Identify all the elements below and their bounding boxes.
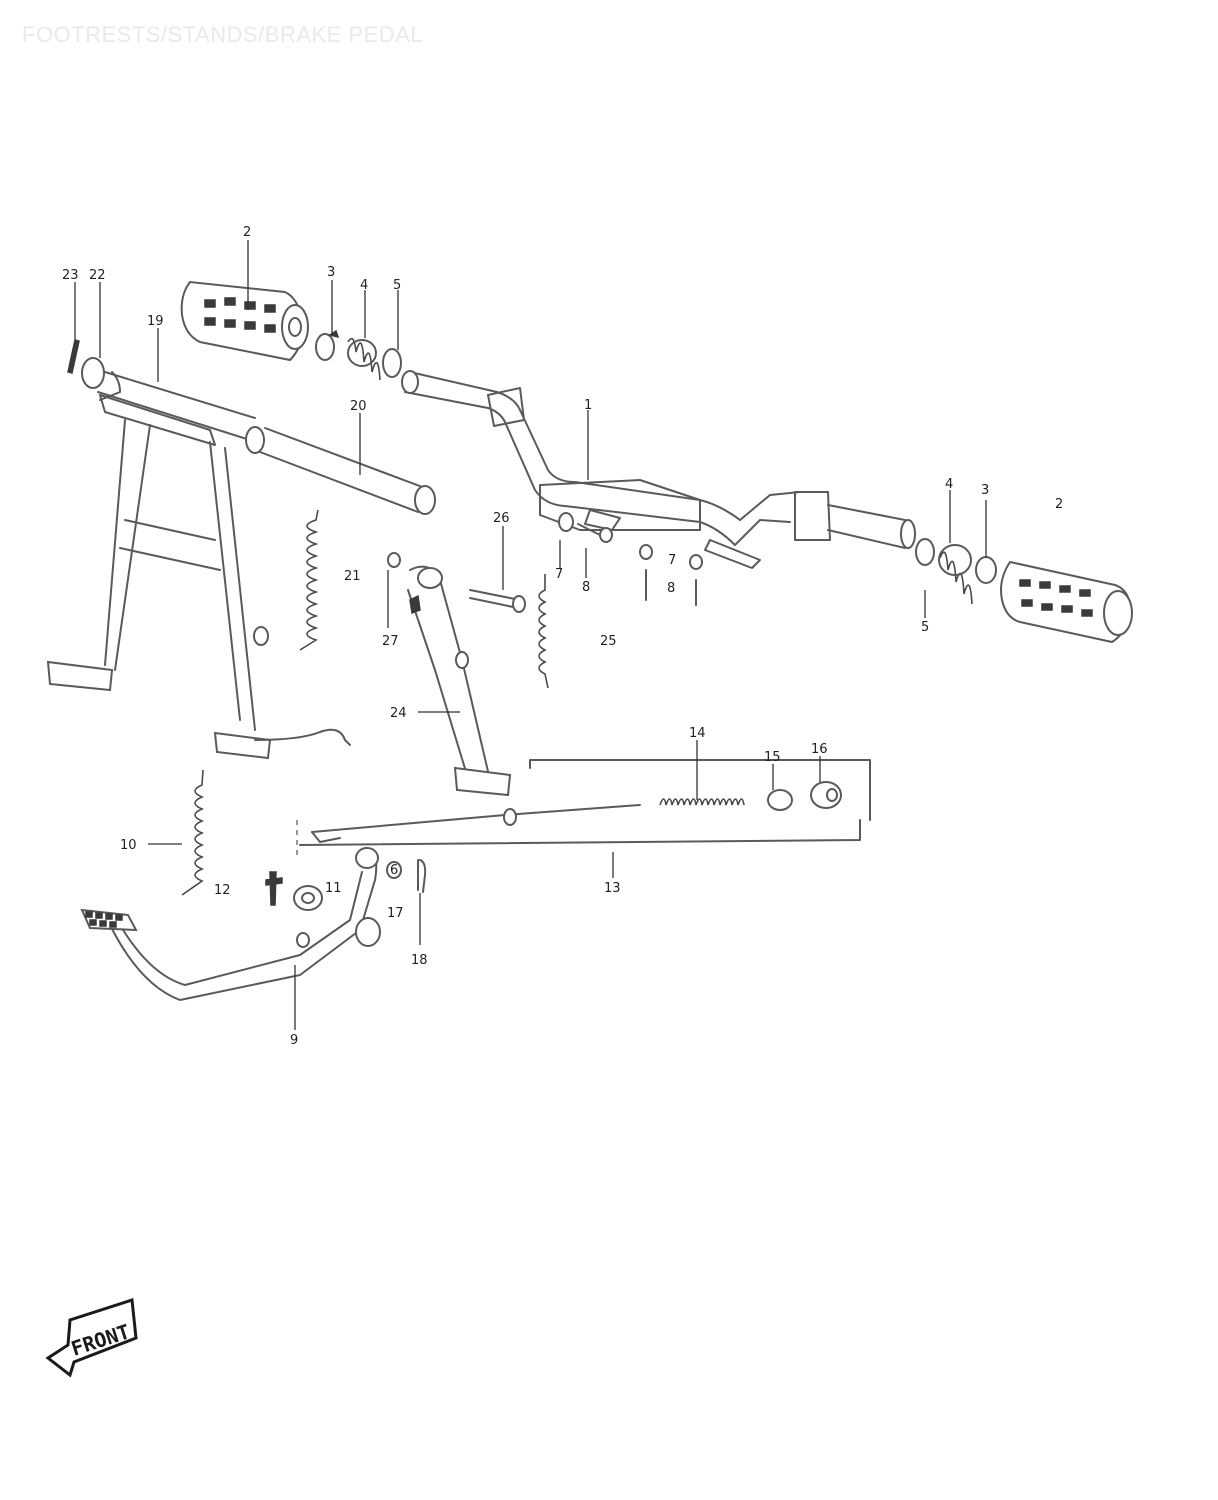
pivot-washer-6 bbox=[386, 861, 402, 879]
side-stand-bolt bbox=[469, 589, 526, 613]
callout-2: 2 bbox=[243, 225, 251, 240]
center-stand bbox=[46, 357, 351, 760]
callout-20: 20 bbox=[350, 399, 367, 414]
callout-5: 5 bbox=[393, 278, 401, 293]
callout-2-right: 2 bbox=[1055, 497, 1063, 512]
brake-rod-adjusting-nut bbox=[810, 781, 842, 809]
callout-7-second: 7 bbox=[668, 553, 676, 568]
brake-pedal-washer bbox=[293, 885, 323, 911]
left-footrest-rubber bbox=[180, 280, 309, 362]
callout-19: 19 bbox=[147, 314, 164, 329]
center-stand-pivot-shaft bbox=[245, 426, 436, 515]
callout-3-right: 3 bbox=[981, 483, 989, 498]
side-stand bbox=[407, 565, 512, 797]
callout-4-right: 4 bbox=[945, 477, 953, 492]
callout-numbers: 2 3 4 5 23 22 19 20 1 4 3 2 5 26 7 8 7 8… bbox=[62, 225, 1063, 1048]
brake-rod-group-bracket bbox=[299, 759, 871, 846]
side-stand-spring bbox=[538, 574, 549, 689]
callout-27: 27 bbox=[382, 634, 399, 649]
right-spring bbox=[938, 544, 973, 605]
callout-6: 6 bbox=[390, 863, 398, 878]
callout-10: 10 bbox=[120, 838, 137, 853]
right-footrest-rubber bbox=[1000, 560, 1133, 644]
side-stand-nut bbox=[387, 552, 401, 568]
callout-9: 9 bbox=[290, 1033, 298, 1048]
right-collar bbox=[975, 556, 997, 584]
right-washer bbox=[915, 538, 935, 566]
footrest-bar bbox=[401, 370, 916, 569]
brake-pedal-spring bbox=[181, 769, 205, 896]
callout-12: 12 bbox=[214, 883, 231, 898]
callout-11: 11 bbox=[325, 881, 342, 896]
callout-21: 21 bbox=[344, 569, 361, 584]
callout-8-second: 8 bbox=[667, 581, 675, 596]
callout-3: 3 bbox=[327, 265, 335, 280]
callout-26: 26 bbox=[493, 511, 510, 526]
brake-pedal-cotter bbox=[265, 871, 283, 906]
callout-24: 24 bbox=[390, 706, 407, 721]
leader-lines bbox=[74, 240, 987, 1030]
brake-pedal bbox=[80, 847, 381, 1001]
callout-13: 13 bbox=[604, 881, 621, 896]
callout-16: 16 bbox=[811, 742, 828, 757]
callout-8: 8 bbox=[582, 580, 590, 595]
left-washer bbox=[382, 348, 402, 378]
callout-23: 23 bbox=[62, 268, 79, 283]
page-title: FOOTRESTS/STANDS/BRAKE PEDAL bbox=[22, 22, 424, 47]
callout-7: 7 bbox=[555, 567, 563, 582]
split-pin-18 bbox=[417, 859, 427, 893]
left-spring bbox=[347, 337, 381, 381]
front-arrow: FRONT bbox=[45, 1298, 138, 1378]
footrest-bolts bbox=[558, 512, 703, 606]
callout-25: 25 bbox=[600, 634, 617, 649]
center-stand-spring bbox=[299, 509, 319, 651]
brake-rod-spring bbox=[659, 798, 745, 806]
split-pin-23 bbox=[67, 339, 80, 374]
callout-15: 15 bbox=[764, 750, 781, 765]
callout-22: 22 bbox=[89, 268, 106, 283]
callout-18: 18 bbox=[411, 953, 428, 968]
callout-4: 4 bbox=[360, 278, 368, 293]
callout-5-right: 5 bbox=[921, 620, 929, 635]
callout-17: 17 bbox=[387, 906, 404, 921]
left-collar bbox=[315, 329, 340, 361]
brake-rod-collar bbox=[767, 789, 793, 811]
callout-1: 1 bbox=[584, 398, 592, 413]
callout-14: 14 bbox=[689, 726, 706, 741]
brake-rod bbox=[296, 804, 641, 860]
